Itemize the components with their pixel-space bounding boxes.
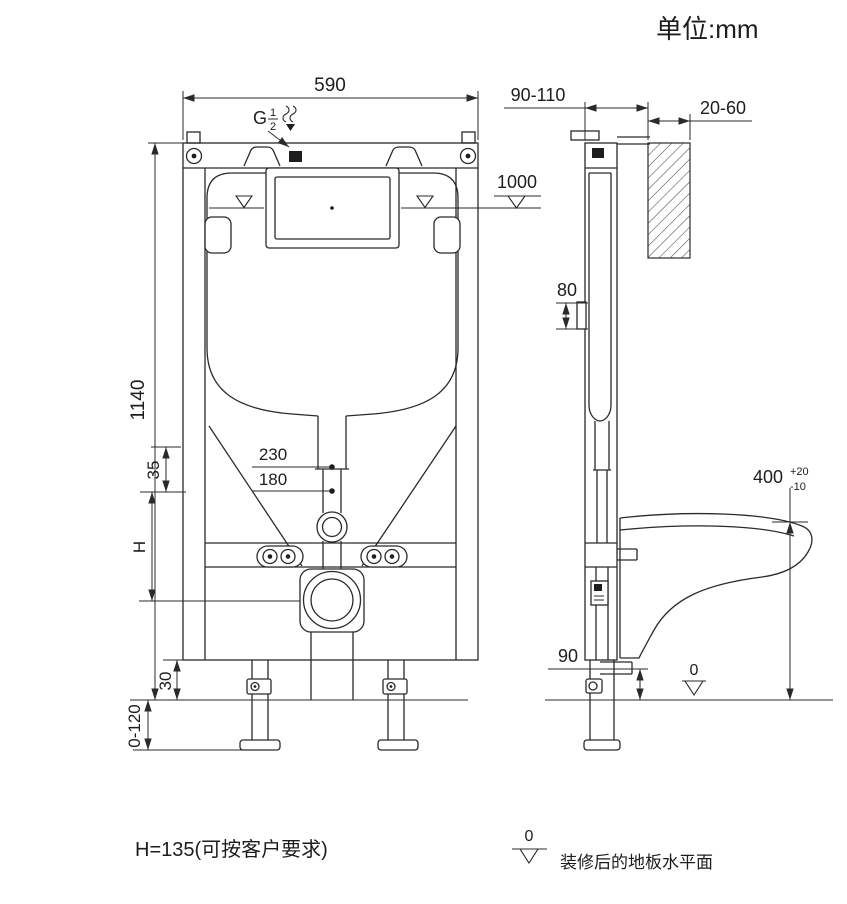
unit-label: 单位:mm [656,14,759,44]
outlet-stub [600,661,633,675]
mounting-rail [205,542,456,568]
dim-35: 35 [144,461,163,480]
corner-fixings [185,131,477,165]
dim-590: 590 [314,75,346,96]
side-view [570,130,813,751]
wall-section [647,142,691,259]
dim-0-120: 0-120 [125,704,144,747]
dim-90: 90 [558,646,578,666]
water-inlet-icon [289,151,302,162]
floor-lines [130,699,833,751]
dim-230: 230 [259,445,287,464]
drain-outlet [299,568,365,700]
dim-400-tol-minus: -10 [790,481,806,493]
h-note: H=135(可按客户要求) [135,838,328,861]
product-label [590,580,609,606]
benchmark-icon: 0 [512,828,547,865]
dim-20-60: 20-60 [700,98,746,118]
floor-level-note: 装修后的地板水平面 [560,853,713,872]
bottom-notes: H=135(可按客户要求) 0 装修后的地板水平面 [135,828,713,872]
flow-arrow-icon [282,105,297,131]
inlet-frac-num: 1 [270,107,276,119]
top-brackets [243,146,423,167]
dim-400: 400 [753,467,783,487]
inlet-frac-den: 2 [270,121,276,133]
rail-side [585,542,638,568]
benchmark-zero: 0 [525,828,534,845]
dim-h: H [130,541,149,553]
toilet-bowl [619,512,813,659]
water-level-dimension: 1000 [401,172,541,209]
front-view [182,131,479,751]
dim-1000: 1000 [497,172,537,192]
water-level-icon [209,195,435,209]
dim-1140: 1140 [128,380,149,421]
adjustable-legs [239,660,419,751]
flush-pipe-side [593,421,611,660]
dim-400-tol-plus: +20 [790,466,809,478]
ground-datum-icon: 0 [682,662,706,697]
inlet-g: G [253,108,267,128]
dim-90-110: 90-110 [511,85,566,105]
dim-180: 180 [259,470,287,489]
dim-30: 30 [156,672,175,691]
cistern-tank-side [588,172,612,422]
access-panel [265,167,400,249]
dim-0: 0 [690,662,699,679]
inlet-size-label: G 1 2 [253,105,297,148]
dim-80: 80 [557,280,577,300]
side-dimensions: 90-110 20-60 80 400 +20 -10 90 0 [504,85,809,700]
legs-side [583,660,621,751]
water-inlet-side-icon [592,148,604,158]
front-dimensions: 590 G 1 2 1000 1140 230 [125,75,541,750]
